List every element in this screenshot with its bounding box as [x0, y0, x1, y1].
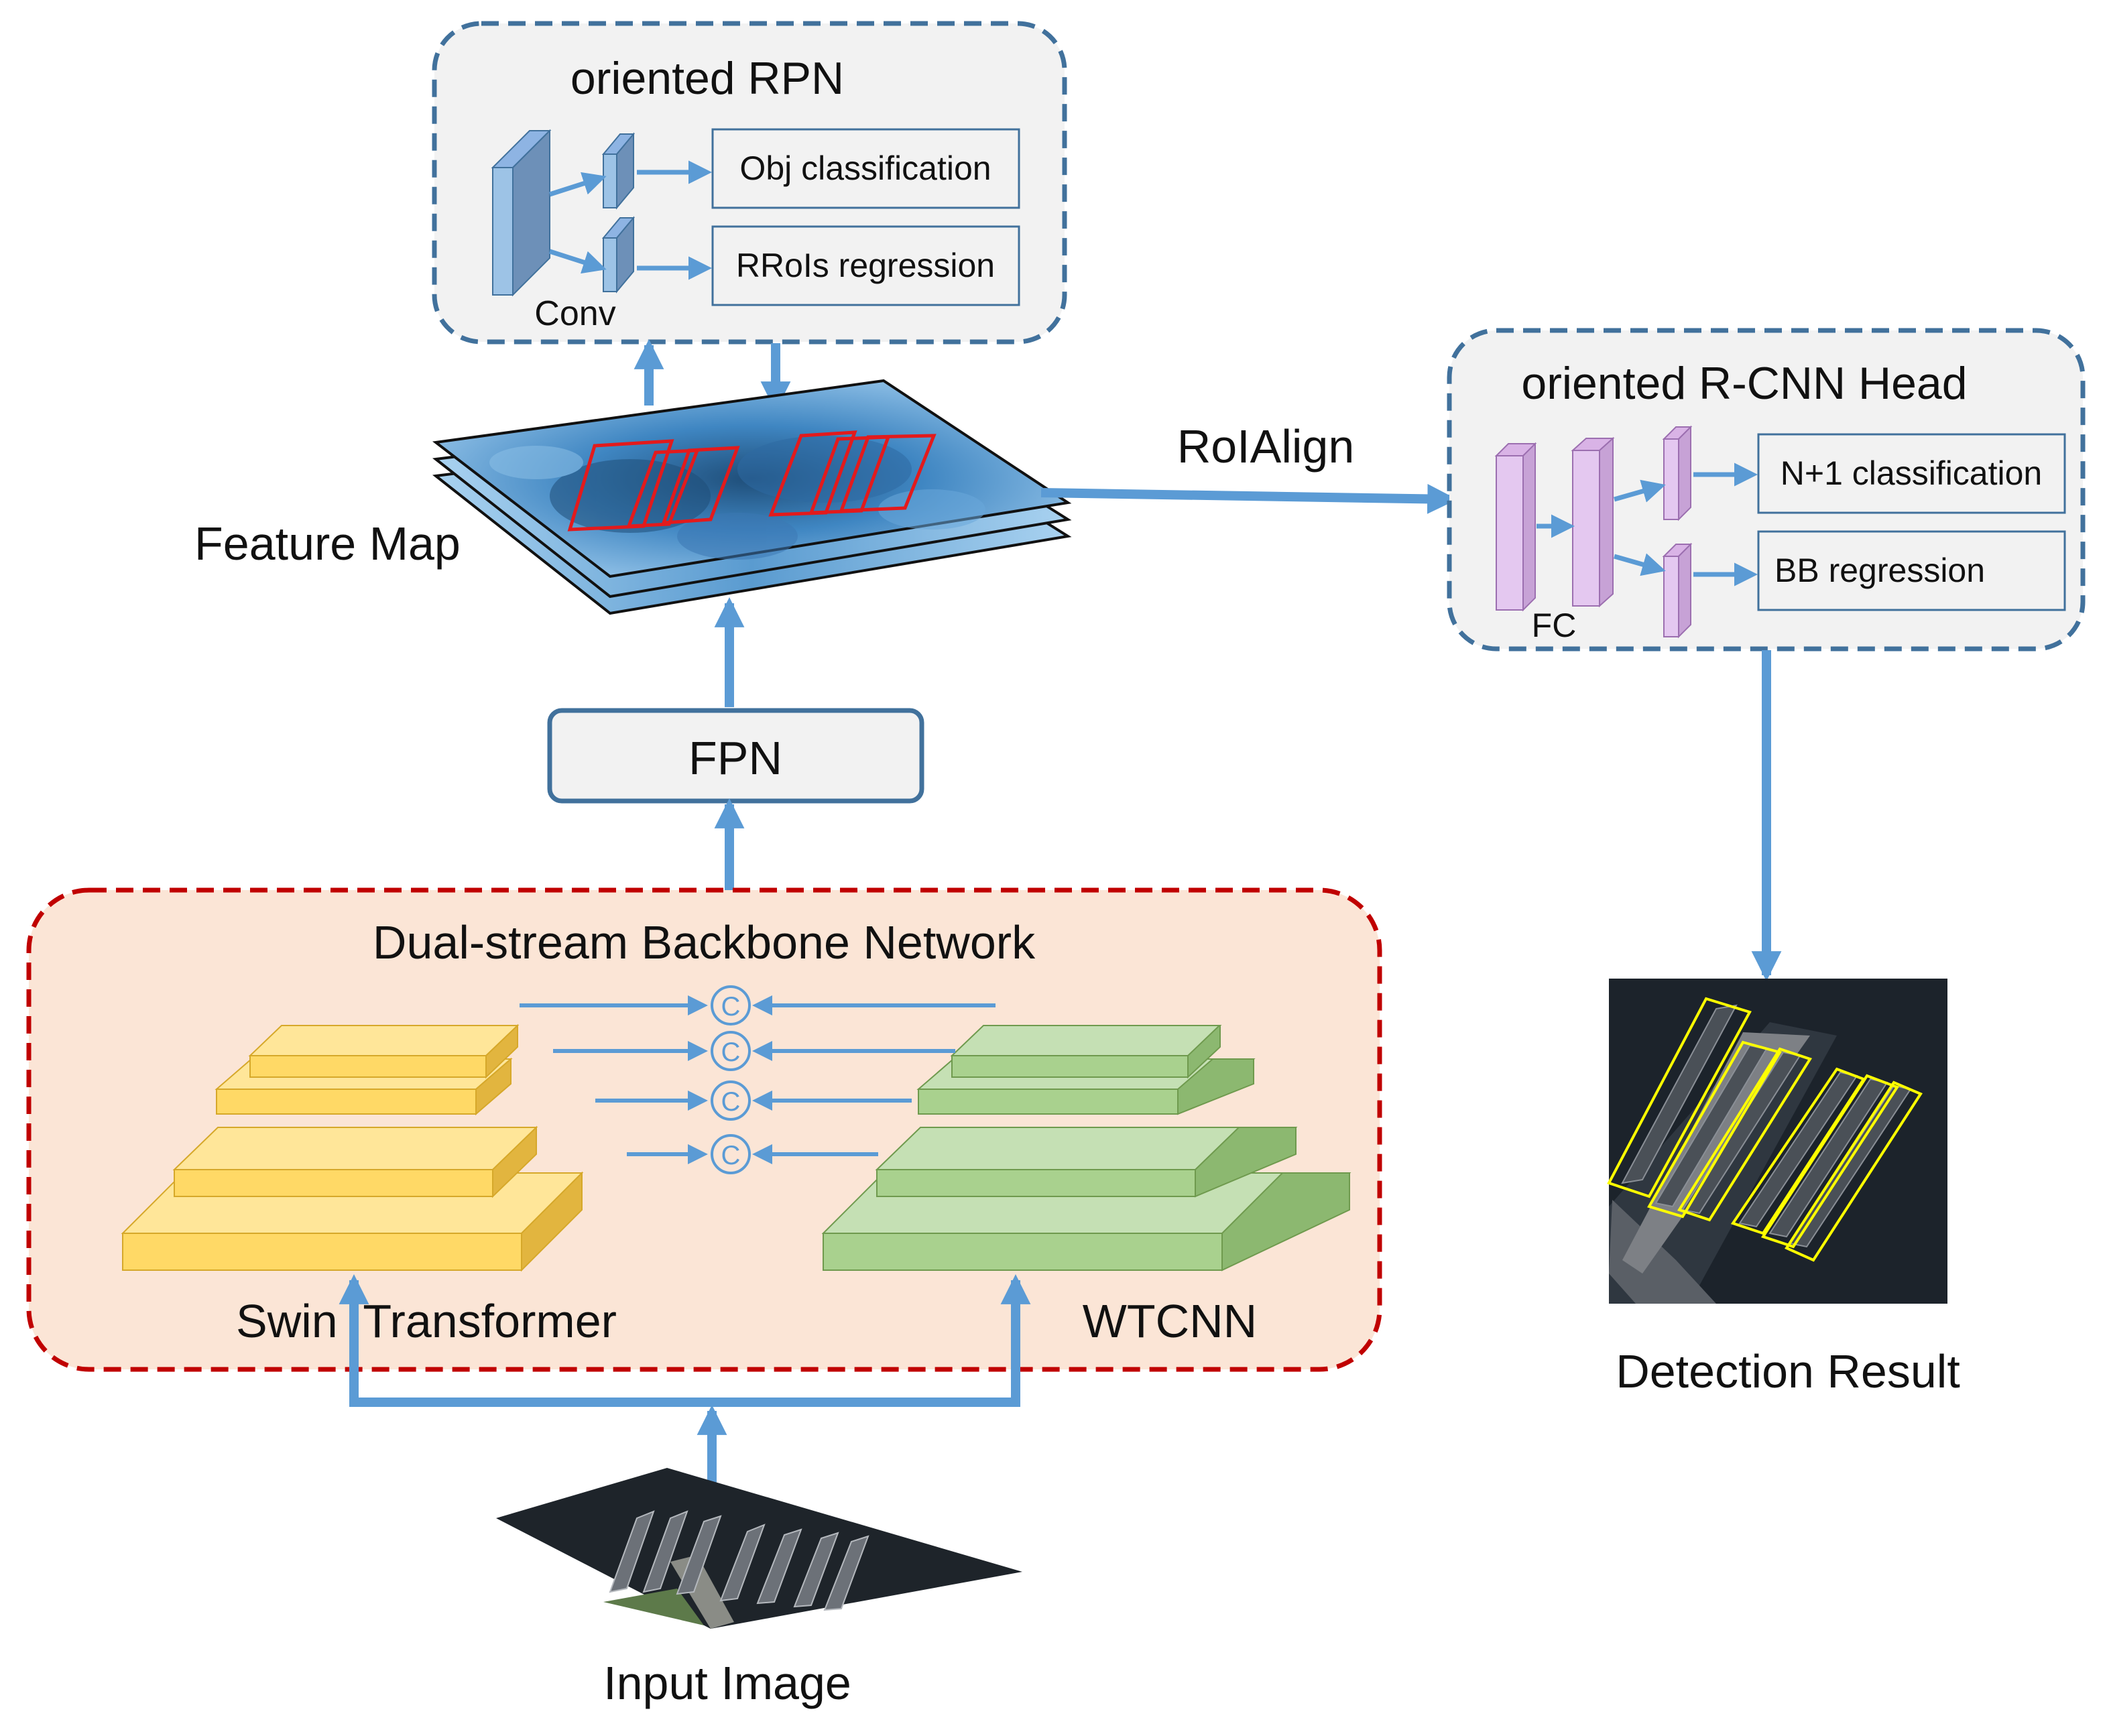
- rpn-module: oriented RPN Conv Obj classification RRo…: [432, 21, 1067, 345]
- input-ships: [609, 1510, 869, 1611]
- feature-map: [432, 379, 1072, 615]
- detection-box: [1607, 997, 1752, 1198]
- roialign-label: RoIAlign: [1177, 420, 1355, 473]
- roi-box: [839, 434, 937, 513]
- detection-box: [1647, 1040, 1783, 1219]
- detection-box: [1785, 1080, 1923, 1262]
- detection-box: [1730, 1067, 1866, 1235]
- roi-boxes: [567, 430, 937, 532]
- concat-row-3: C: [595, 1080, 912, 1121]
- concat-row-4: C: [627, 1134, 878, 1174]
- cls-fc-block: [1662, 425, 1693, 521]
- detection-boxes: [1607, 997, 1923, 1262]
- rcnn-title: oriented R-CNN Head: [1521, 358, 1967, 409]
- cls-box: [1757, 433, 2066, 514]
- concat-icon: [711, 1080, 751, 1121]
- wtcnn-label: WTCNN: [1083, 1295, 1257, 1347]
- bb-label: BB regression: [1774, 552, 1985, 589]
- feature-map-label: Feature Map: [194, 517, 461, 570]
- concat-icon: [711, 1031, 751, 1071]
- concat-symbol: C: [721, 1087, 741, 1117]
- rrois-regression-label: RRoIs regression: [736, 247, 995, 284]
- concat-symbol: C: [721, 1038, 741, 1067]
- swin-transformer-pyramid: [121, 1024, 584, 1272]
- rpn-title: oriented RPN: [570, 53, 844, 104]
- arrow-conv-to-rrois: [548, 249, 607, 274]
- fpn-label: FPN: [688, 732, 782, 784]
- conv-block: [491, 129, 552, 297]
- arrow-conv-to-obj: [548, 172, 607, 197]
- input-image: [496, 1468, 1022, 1629]
- roi-box: [661, 446, 740, 525]
- concat-symbol: C: [721, 1141, 741, 1170]
- concat-row-1: C: [520, 985, 996, 1026]
- detection-result-image: [1607, 979, 1947, 1304]
- concat-symbol: C: [721, 992, 741, 1021]
- obj-classification-label: Obj classification: [739, 149, 991, 187]
- backbone-module: Dual-stream Backbone Network Swin Transf…: [26, 887, 1382, 1372]
- rrois-conv-block: [601, 216, 636, 294]
- fc-block-2: [1571, 436, 1615, 608]
- detected-ships: [1621, 1004, 1912, 1248]
- detection-box: [1760, 1074, 1900, 1249]
- concat-icon: [711, 1134, 751, 1174]
- wtcnn-pyramid: [821, 1025, 1351, 1272]
- obj-conv-block: [601, 132, 636, 210]
- arrow-fc2-to-bb: [1614, 553, 1666, 576]
- concat-icon: [711, 985, 751, 1026]
- rrois-regression-box: [711, 225, 1020, 306]
- arrow-roialign: [1040, 484, 1457, 514]
- obj-classification-box: [711, 128, 1020, 209]
- cls-label: N+1 classification: [1781, 454, 2042, 492]
- detection-box: [1677, 1047, 1813, 1222]
- fc-block-1: [1494, 442, 1537, 612]
- roi-box: [626, 448, 700, 528]
- arrow-fc2-to-cls: [1614, 479, 1666, 503]
- bb-fc-block: [1662, 542, 1693, 639]
- swin-transformer-label: Swin Transformer: [236, 1295, 617, 1347]
- bb-box: [1757, 530, 2066, 611]
- conv-label: Conv: [534, 294, 615, 333]
- fc-label: FC: [1532, 607, 1577, 644]
- backbone-title: Dual-stream Backbone Network: [373, 916, 1036, 969]
- input-image-label: Input Image: [603, 1657, 851, 1709]
- concat-row-2: C: [553, 1031, 955, 1071]
- detection-result-label: Detection Result: [1616, 1345, 1960, 1398]
- rcnn-head-module: oriented R-CNN Head FC N+1 classifi: [1447, 328, 2086, 652]
